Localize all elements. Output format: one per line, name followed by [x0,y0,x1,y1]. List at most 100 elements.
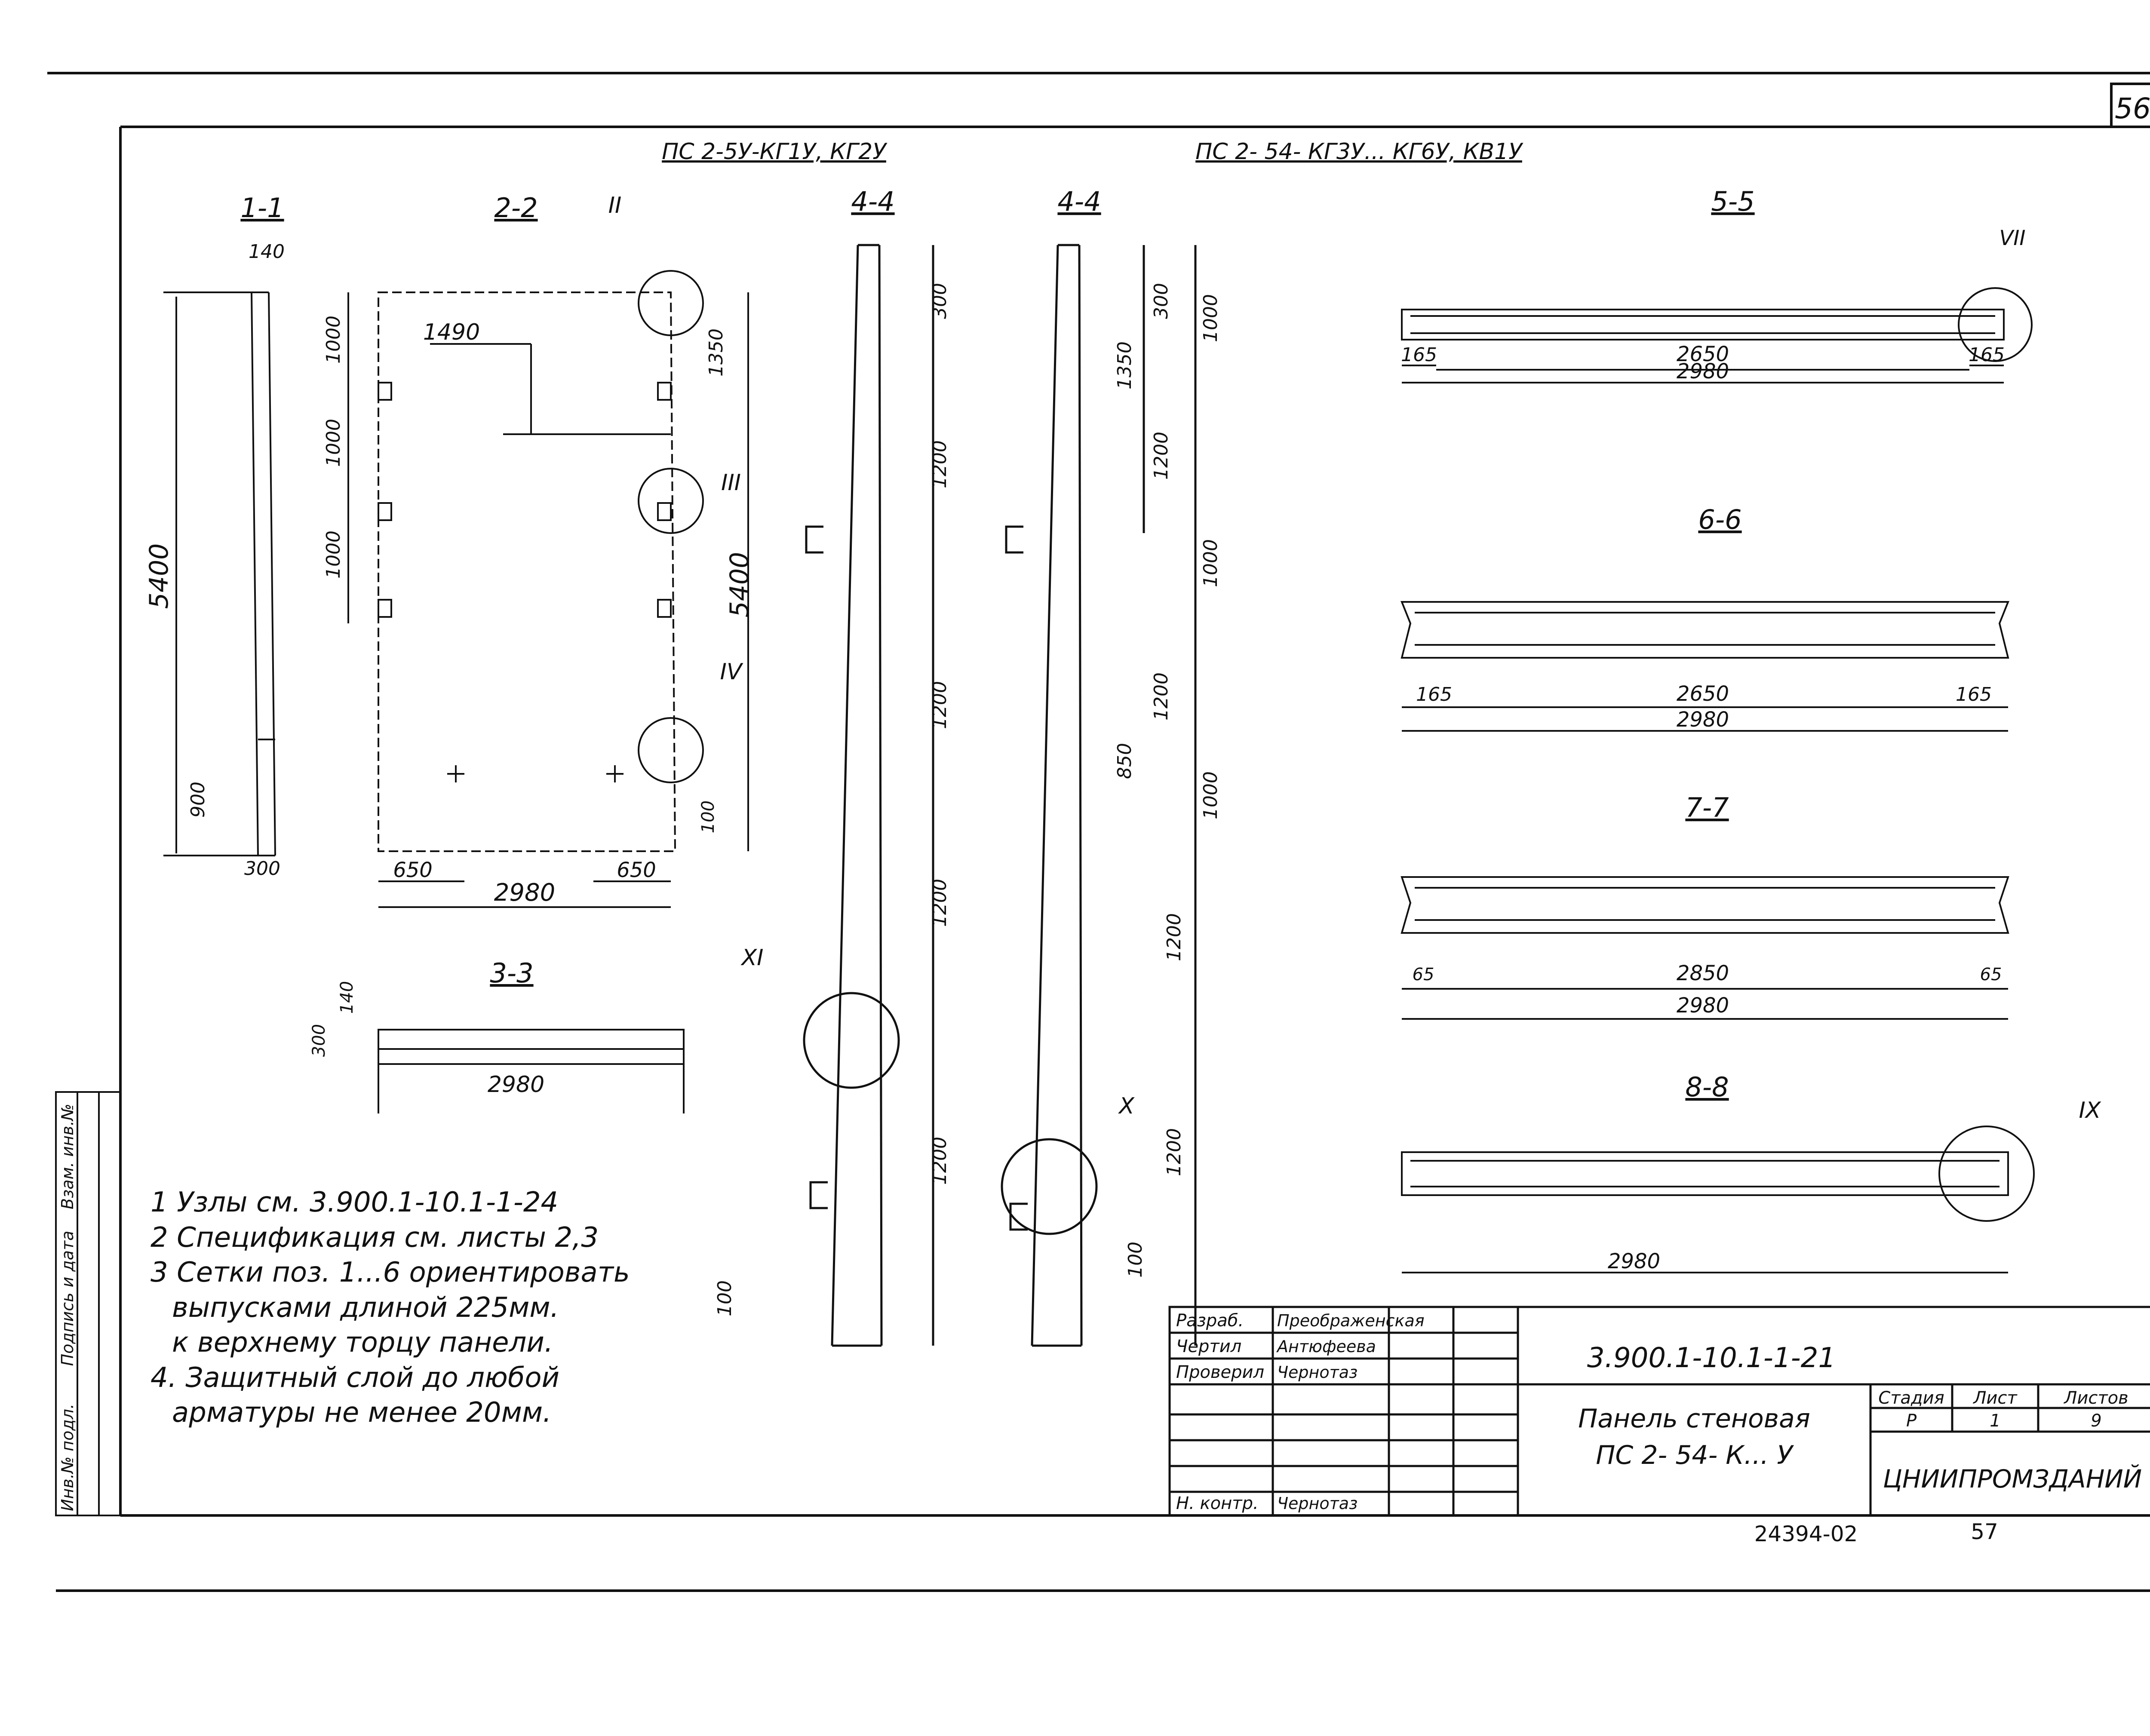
sheets-value: 9 [2091,1411,2101,1431]
dim-4-4a-1200b: 1200 [929,681,951,729]
stage-value: Р [1906,1411,1917,1431]
title-4-4-b: 4-4 [1057,186,1101,217]
dim-6-6-165r: 165 [1956,684,1992,705]
dim-5-5-2980: 2980 [1677,359,1729,383]
note-3-cont-a: выпусками длиной 225мм. [172,1291,559,1324]
title-4-4-a: 4-4 [851,186,894,217]
title-7-7: 7-7 [1685,792,1729,823]
dim-6-6-2980: 2980 [1677,708,1729,732]
note-1: 1 Узлы см. 3.900.1-10.1-1-24 [150,1187,559,1218]
dim-2-2-1000a: 1000 [322,316,344,364]
dim-4-4a-300: 300 [929,283,951,319]
stamp-signature: Подпись и дата [58,1231,77,1366]
general-notes: 1 Узлы см. 3.900.1-10.1-1-24 2 Специфика… [150,1187,752,1432]
dim-2-2-1000c: 1000 [322,531,344,579]
section-2-2: 2-2 5400 2980 1490 1000 1000 [322,192,755,908]
node-XI: XI [740,945,764,971]
dim-6-6-2650: 2650 [1677,682,1729,706]
title-8-8: 8-8 [1685,1071,1729,1103]
role-checker: Проверил [1176,1362,1264,1382]
dim-3-3-width: 2980 [488,1072,544,1098]
section-7-7: 7-7 65 2850 65 2980 [1401,792,2009,1020]
dim-4-4b-1200d: 1200 [1163,1128,1185,1176]
note-2: 2 Спецификация см. листы 2,3 [150,1221,599,1254]
title-2-2: 2-2 [494,192,538,224]
title-line1: Панель стеновая [1578,1404,1810,1434]
stage-header: Стадия [1878,1388,1944,1408]
name-norm-control: Чернотаз [1277,1494,1358,1513]
dim-6-6-165l: 165 [1416,684,1452,705]
role-norm-control: Н. контр. [1176,1494,1259,1513]
header-left: ПС 2-5У-КГ1У, КГ2У [662,139,888,165]
header-right: ПС 2- 54- КГ3У... КГ6У, КВ1У [1195,139,1523,165]
section-6-6: 6-6 165 2650 165 2980 [1401,504,2009,732]
sheets-header: Листов [2063,1388,2128,1408]
node-IV: IV [720,659,743,685]
dim-3-3-300: 300 [309,1024,329,1057]
dim-8-8-2980: 2980 [1608,1249,1660,1273]
role-drafter: Чертил [1176,1337,1241,1356]
dim-4-4b-100: 100 [1124,1242,1146,1278]
dim-7-7-2850: 2850 [1677,961,1729,985]
role-developer: Разраб. [1176,1311,1244,1331]
section-4-4-b: 4-4 300 1000 1350 1200 1000 1200 850 100… [1001,186,1222,1347]
title-3-3: 3-3 [490,957,533,989]
dim-7-7-65r: 65 [1980,965,2002,985]
page-number: 56 [2115,92,2150,125]
node-IX: IX [2079,1098,2101,1123]
title-1-1: 1-1 [240,192,284,224]
sheet-value: 1 [1990,1411,2000,1431]
node-X: X [1118,1093,1135,1119]
dim-4-4b-1350: 1350 [1114,341,1136,390]
title-line2: ПС 2- 54- К... У [1596,1440,1794,1470]
dim-4-4a-100: 100 [714,1280,736,1316]
node-VII: VII [1999,226,2025,250]
name-checker: Чернотаз [1277,1363,1358,1382]
note-4-cont: арматуры не менее 20мм. [172,1397,552,1429]
dim-4-4b-1200b: 1200 [1150,672,1172,721]
side-stamp: Инв.№ подл. Подпись и дата Взам. инв.№ [55,1091,121,1516]
dim-5-5-2650: 2650 [1677,342,1729,366]
node-III: III [721,470,741,496]
dim-4-4b-1000b: 1000 [1200,539,1222,587]
dim-4-4b-850: 850 [1114,743,1136,779]
dim-4-4a-1200a: 1200 [929,440,951,488]
dim-4-4b-1000c: 1000 [1200,771,1222,819]
dim-1-1-height: 5400 [144,543,174,609]
dim-2-2-1490: 1490 [423,319,480,345]
dim-5-5-165r: 165 [1969,344,2005,366]
dim-2-2-650l: 650 [393,858,433,882]
sheet-header: Лист [1972,1388,2018,1408]
title-block: Разраб. Чертил Проверил Н. контр. Преобр… [1168,1306,2150,1517]
dim-1-1-900: 900 [187,782,209,818]
node-II: II [608,193,622,218]
note-4: 4. Защитный слой до любой [150,1362,560,1394]
dim-1-1-top: 140 [249,241,285,263]
dim-1-1-bottom: 300 [244,858,280,880]
stamp-inv-no: Инв.№ подл. [58,1404,77,1511]
dim-4-4b-300: 300 [1150,283,1172,319]
section-5-5: 5-5 165 2650 165 2980 VII [1401,186,2033,383]
dim-7-7-2980: 2980 [1677,994,1729,1018]
note-3: 3 Сетки поз. 1...6 ориентировать [150,1257,630,1289]
dim-2-2-width: 2980 [494,879,556,907]
dim-2-2-1350: 1350 [705,328,727,377]
bottom-page: 57 [1971,1519,1998,1544]
stamp-replace-inv: Взам. инв.№ [58,1104,77,1209]
section-1-1: 1-1 5400 140 300 900 [144,192,285,880]
note-3-cont-b: к верхнему торцу панели. [172,1327,553,1359]
title-6-6: 6-6 [1698,504,1742,535]
dim-4-4b-1200c: 1200 [1163,913,1185,961]
dim-4-4b-1200a: 1200 [1150,432,1172,480]
archive-number: 24394-02 [1754,1521,1858,1546]
dim-2-2-height: 5400 [725,552,755,618]
dim-2-2-650r: 650 [617,858,656,882]
section-4-4-a: 4-4 300 1200 1200 1200 1200 100 XI [714,186,951,1347]
dim-3-3-140: 140 [337,981,357,1014]
section-3-3: 3-3 2980 140 300 [309,957,685,1113]
dim-7-7-65l: 65 [1413,965,1434,985]
dim-4-4a-1200d: 1200 [929,1137,951,1185]
doc-code: 3.900.1-10.1-1-21 [1587,1342,1836,1374]
name-drafter: Антюфеева [1276,1337,1376,1356]
